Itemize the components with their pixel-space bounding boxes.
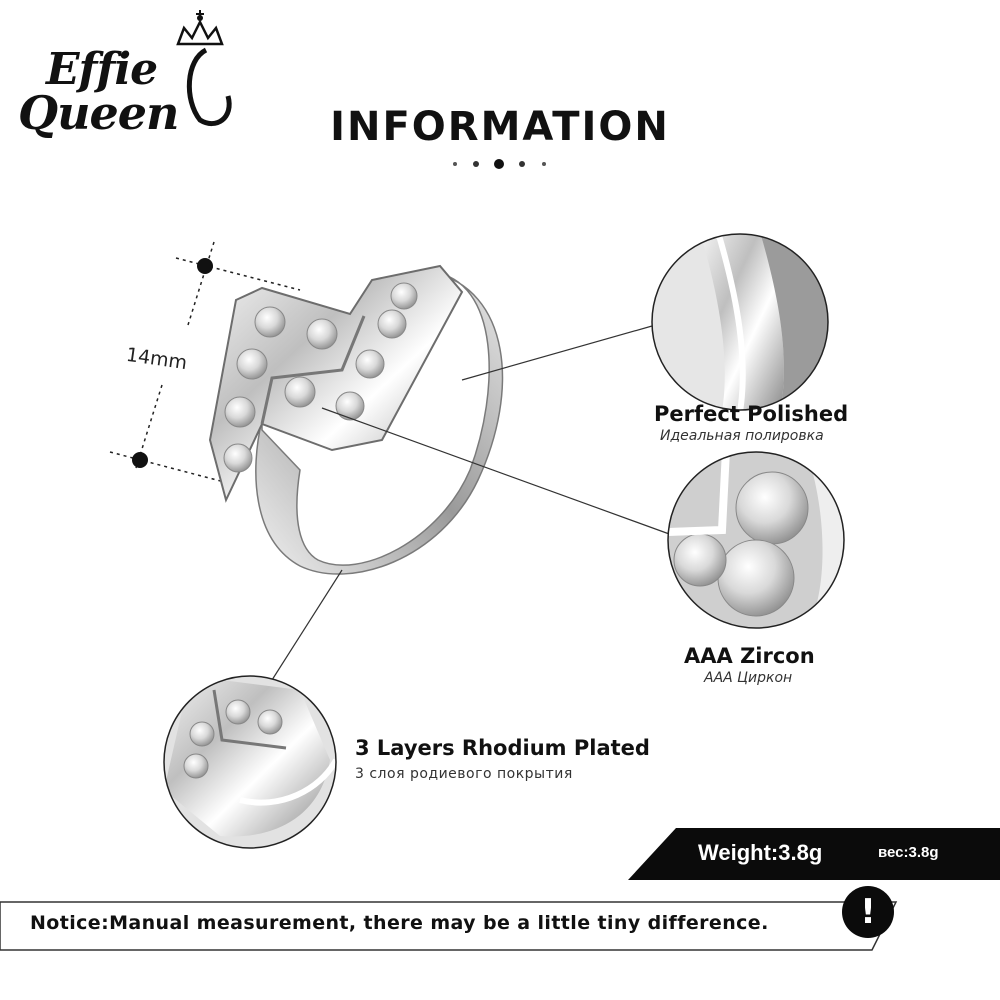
zoom-polished xyxy=(651,233,829,411)
feature-zircon-title: AAA Zircon xyxy=(684,644,815,668)
feature-polished-title: Perfect Polished xyxy=(654,402,849,426)
feature-polished-subtitle: Идеальная полировка xyxy=(660,428,824,444)
feature-zircon-subtitle: AAA Циркон xyxy=(704,670,793,686)
page-title: INFORMATION xyxy=(330,104,670,150)
callout-lines xyxy=(271,325,673,681)
weight-label: Weight:3.8g xyxy=(698,840,823,865)
zoom-zircon xyxy=(667,451,845,629)
brand-logo-line2: Queen xyxy=(18,86,179,140)
feature-rhodium-title: 3 Layers Rhodium Plated xyxy=(355,736,650,760)
weight-label-ru: вес:3.8g xyxy=(878,844,939,861)
feature-rhodium-subtitle: 3 слоя родиевого покрытия xyxy=(355,766,573,782)
title-dots xyxy=(453,159,546,169)
ring-illustration xyxy=(208,264,504,575)
weight-banner xyxy=(628,828,1000,880)
dimension-marker xyxy=(109,241,301,485)
notice-text: Notice:Manual measurement, there may be … xyxy=(30,912,769,934)
notice-bar xyxy=(0,901,898,951)
crown-icon xyxy=(176,10,232,127)
zoom-rhodium xyxy=(163,675,337,849)
exclamation-icon: ! xyxy=(842,886,894,938)
brand-logo-line1: Effie xyxy=(46,44,158,95)
